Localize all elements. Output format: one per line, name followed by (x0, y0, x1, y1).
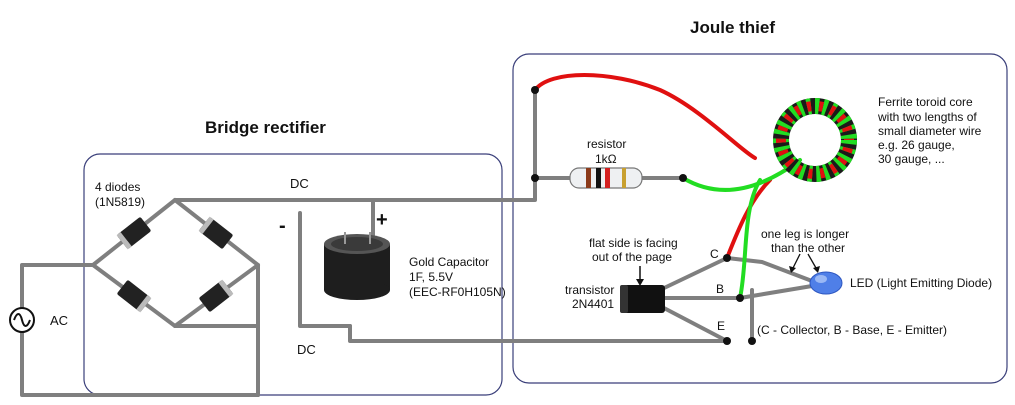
ac-source (9, 307, 35, 333)
dc-bottom-label: DC (297, 342, 316, 357)
minus-sign: - (279, 215, 286, 237)
diodes-part-label: (1N5819) (95, 195, 145, 209)
led-leg-label-1: one leg is longer (761, 227, 849, 241)
capacitor-label-3: (EEC-RF0H105N) (409, 285, 506, 299)
joule-thief-box (512, 53, 1008, 384)
diodes-label: 4 diodes (95, 180, 140, 194)
capacitor-label-2: 1F, 5.5V (409, 270, 453, 284)
led-leg-label-2: than the other (771, 241, 845, 255)
toroid-label-1: Ferrite toroid core (878, 95, 973, 109)
gold-capacitor (324, 232, 390, 300)
gray-wiring (20, 88, 814, 397)
pin-b-label: B (716, 282, 724, 296)
junction-dots (531, 86, 756, 345)
led-label: LED (Light Emitting Diode) (850, 276, 992, 290)
transistor-label: transistor (565, 283, 614, 297)
flat-side-label-2: out of the page (592, 250, 672, 264)
resistor (569, 167, 643, 189)
led-leg-arrows (789, 253, 820, 273)
led (809, 271, 843, 295)
capacitor-label-1: Gold Capacitor (409, 255, 489, 269)
toroid-label-4: e.g. 26 gauge, (878, 138, 955, 152)
plus-sign: + (376, 209, 388, 231)
resistor-value: 1kΩ (595, 152, 617, 166)
transistor-part-label: 2N4401 (572, 297, 614, 311)
toroid-label-3: small diameter wire (878, 124, 982, 138)
red-wire (533, 73, 772, 260)
toroid-label-5: 30 gauge, ... (878, 152, 945, 166)
pin-e-label: E (717, 319, 725, 333)
bridge-rectifier-box (83, 153, 503, 396)
pin-c-label: C (710, 247, 719, 261)
ferrite-toroid (773, 98, 857, 182)
joule-thief-title: Joule thief (690, 18, 775, 37)
flat-side-label-1: flat side is facing (589, 236, 678, 250)
pin-legend: (C - Collector, B - Base, E - Emitter) (757, 323, 947, 337)
sine-wave-icon (13, 313, 31, 327)
dc-top-label: DC (290, 176, 309, 191)
transistor (620, 285, 665, 313)
bridge-rectifier-title: Bridge rectifier (205, 118, 326, 137)
flat-side-arrow (636, 266, 644, 286)
ac-label: AC (50, 313, 68, 328)
diodes (116, 216, 234, 313)
toroid-label-2: with two lengths of (877, 110, 977, 124)
resistor-label: resistor (587, 137, 626, 151)
